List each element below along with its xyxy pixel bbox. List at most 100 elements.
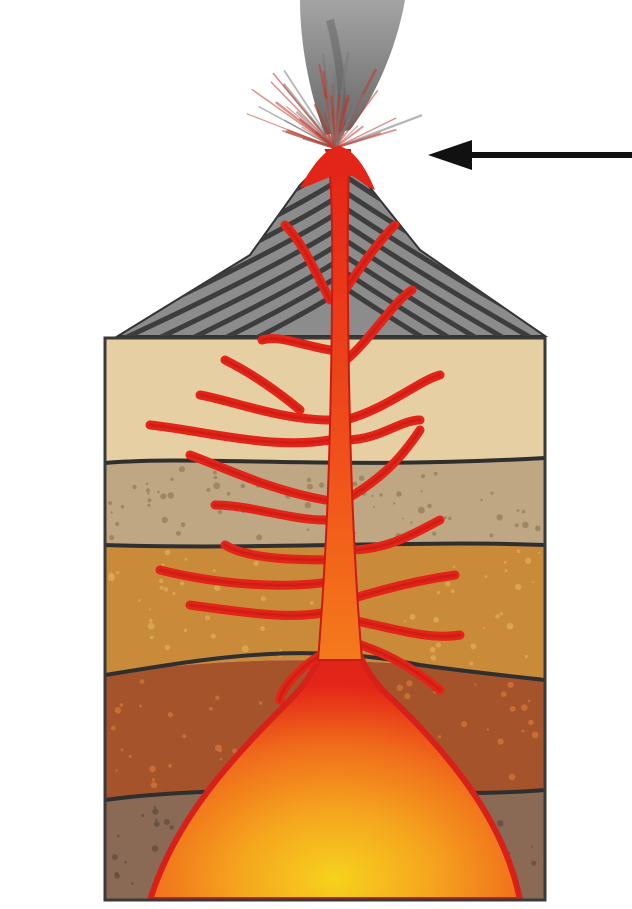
- rock-speck: [421, 490, 423, 492]
- rock-speck: [117, 835, 120, 838]
- rock-speck: [352, 482, 357, 487]
- rock-speck: [155, 819, 158, 822]
- rock-speck: [241, 484, 246, 489]
- rock-speck: [218, 510, 222, 514]
- rock-speck: [437, 591, 440, 594]
- rock-speck: [116, 571, 119, 574]
- rock-speck: [148, 623, 155, 630]
- rock-speck: [490, 492, 493, 495]
- rock-speck: [474, 683, 476, 685]
- rock-speck: [432, 532, 436, 536]
- rock-speck: [438, 735, 441, 738]
- rock-speck: [404, 693, 410, 699]
- rock-speck: [310, 601, 314, 605]
- rock-speck: [152, 845, 158, 851]
- rock-speck: [421, 474, 425, 478]
- rock-speck: [147, 498, 151, 502]
- rock-speck: [168, 712, 173, 717]
- rock-speck: [180, 581, 184, 585]
- rock-speck: [531, 861, 536, 866]
- rock-speck: [522, 510, 526, 514]
- rock-speck: [121, 749, 124, 752]
- rock-speck: [436, 642, 441, 647]
- rock-speck: [410, 521, 412, 523]
- rock-speck: [469, 662, 473, 666]
- rock-speck: [256, 534, 262, 540]
- rock-speck: [165, 550, 171, 556]
- rock-speck: [110, 511, 112, 513]
- rock-speck: [131, 882, 134, 885]
- rock-speck: [261, 596, 266, 601]
- rock-speck: [528, 720, 534, 726]
- rock-speck: [515, 584, 521, 590]
- rock-speck: [532, 732, 539, 739]
- rock-speck: [214, 476, 218, 480]
- rock-speck: [445, 581, 450, 586]
- rock-speck: [150, 636, 153, 639]
- rock-speck: [151, 782, 157, 788]
- rock-speck: [521, 704, 528, 711]
- rock-speck: [453, 566, 456, 569]
- rock-speck: [108, 501, 112, 505]
- rock-speck: [185, 558, 188, 561]
- rock-speck: [528, 700, 531, 703]
- rock-speck: [149, 608, 151, 610]
- rock-speck: [213, 482, 220, 489]
- rock-speck: [168, 492, 175, 499]
- rock-speck: [470, 643, 476, 649]
- rock-speck: [109, 535, 114, 540]
- rock-speck: [448, 517, 451, 520]
- rock-speck: [162, 517, 168, 523]
- rock-speck: [307, 484, 313, 490]
- rock-speck: [213, 569, 216, 572]
- rock-speck: [517, 549, 521, 553]
- rock-speck: [108, 574, 115, 581]
- rock-speck: [404, 620, 406, 622]
- rock-speck: [517, 509, 520, 512]
- rock-speck: [147, 504, 150, 507]
- rock-speck: [538, 552, 540, 554]
- rock-speck: [215, 696, 219, 700]
- rock-speck: [307, 528, 310, 531]
- rock-speck: [410, 614, 416, 620]
- rock-speck: [172, 592, 175, 595]
- rock-speck: [444, 516, 447, 519]
- rock-speck: [152, 809, 158, 815]
- rock-speck: [146, 488, 150, 492]
- rock-speck: [373, 506, 375, 508]
- rock-speck: [160, 493, 166, 499]
- rock-speck: [496, 514, 502, 520]
- rock-speck: [162, 564, 165, 567]
- rock-speck: [115, 707, 121, 713]
- rock-speck: [182, 734, 186, 738]
- rock-speck: [522, 522, 529, 529]
- rock-speck: [504, 561, 507, 564]
- rock-speck: [489, 533, 493, 537]
- rock-speck: [138, 599, 141, 602]
- rock-speck: [168, 764, 172, 768]
- rock-speck: [157, 491, 160, 494]
- rock-speck: [213, 471, 217, 475]
- rock-speck: [461, 721, 467, 727]
- rock-speck: [169, 825, 174, 830]
- rock-speck: [484, 575, 487, 578]
- rock-speck: [184, 629, 187, 632]
- rock-speck: [139, 705, 142, 708]
- rock-speck: [379, 493, 382, 496]
- rock-speck: [120, 703, 123, 706]
- rock-speck: [112, 854, 118, 860]
- rock-speck: [149, 766, 156, 773]
- rock-speck: [279, 649, 281, 651]
- rock-speck: [359, 475, 365, 481]
- rock-speck: [307, 478, 311, 482]
- rock-speck: [164, 587, 169, 592]
- rock-speck: [451, 589, 455, 593]
- rock-speck: [170, 478, 174, 482]
- rock-speck: [427, 504, 432, 509]
- rock-speck: [141, 814, 144, 817]
- rock-speck: [507, 623, 514, 630]
- rock-speck: [121, 505, 124, 508]
- rock-speck: [515, 523, 519, 527]
- rock-speck: [149, 619, 153, 623]
